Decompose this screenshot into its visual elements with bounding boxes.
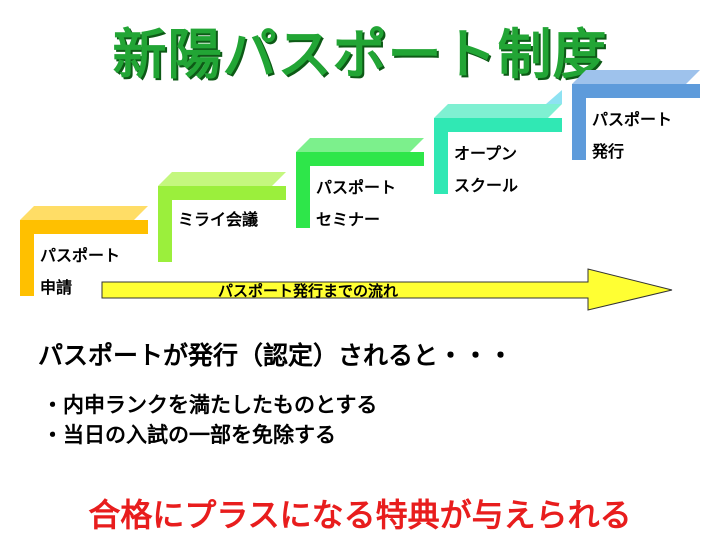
list-item: 当日の入試の一部を免除する xyxy=(42,420,377,450)
benefit-statement: 合格にプラスになる特典が与えられる xyxy=(88,496,632,534)
step-3-label-line1: パスポート xyxy=(316,178,397,197)
step-2-bracket xyxy=(158,172,286,262)
step-2-label-line1: ミライ会議 xyxy=(178,210,259,229)
flow-arrow-label: パスポート発行までの流れ xyxy=(218,282,399,300)
step-4-label-line1: オープン xyxy=(454,144,518,163)
step-3-label-line2: セミナー xyxy=(316,210,381,229)
step-1-label-line1: パスポート xyxy=(40,246,121,265)
result-heading: パスポートが発行（認定）されると・・・ xyxy=(38,341,514,370)
step-5-bracket xyxy=(546,70,700,160)
flow-arrow xyxy=(101,268,673,311)
step-5-label-line2: 発行 xyxy=(592,142,625,161)
step-5-label-line1: パスポート xyxy=(592,110,673,129)
page-title: 新陽パスポート制度 xyxy=(112,23,608,86)
benefit-list: 内申ランクを満たしたものとする 当日の入試の一部を免除する xyxy=(42,390,377,450)
list-item: 内申ランクを満たしたものとする xyxy=(42,390,377,420)
step-4-bracket xyxy=(434,104,562,194)
step-3-bracket xyxy=(296,138,424,228)
step-1-bracket xyxy=(20,206,148,296)
step-1-label-line2: 申請 xyxy=(40,278,73,297)
step-4-label-line2: スクール xyxy=(454,176,519,195)
